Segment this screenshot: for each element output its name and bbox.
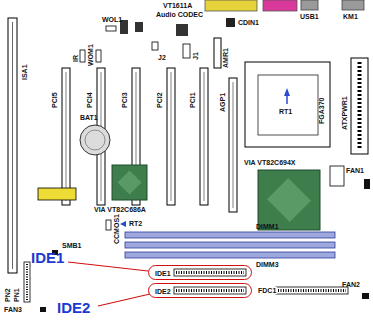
part-label: VT1611A [163,2,192,9]
part-label: PN1 [13,288,20,302]
part-label: PCI1 [189,92,196,108]
part-label: PN2 [4,288,11,302]
part-label: KM1 [343,13,358,20]
part-label: PCI2 [156,92,163,108]
ide-connector: IDE1 [148,265,252,280]
part-label: ATXPWR1 [341,96,348,130]
ide-connector: IDE2 [148,283,252,298]
part-label: VIA VT82C686A [94,206,146,213]
node-label: IDE1 [154,270,172,277]
part-label: WOM1 [87,44,94,66]
callout-label: IDE2 [57,300,90,315]
part-label: DIMM1 [256,223,279,230]
part-label: VIA VT82C694X [244,159,296,166]
node-label: RT1 [279,108,292,115]
part-label: WOL1 [102,16,122,23]
part-label: RT2 [129,220,142,227]
part-label: FAN1 [346,167,364,174]
part-label: PCI3 [121,92,128,108]
node-label: IDE2 [154,288,172,295]
part-label: AMR1 [222,48,229,68]
part-label: PCI5 [51,92,58,108]
cpu-socket: RT1 FGA370 [245,62,330,147]
node-label: FGA370 [318,98,325,124]
part-label: J1 [192,52,199,60]
part-label: PCI4 [86,92,93,108]
part-label: IR [72,55,79,62]
part-label: FAN2 [342,281,360,288]
part-label: DIMM3 [256,261,279,268]
node-label: FDC1 [257,287,277,294]
part-label: SMB1 [62,242,81,249]
part-label: J2 [158,54,166,61]
part-label: CCMOS1 [113,214,120,244]
part-label: AGP1 [219,93,226,112]
floppy-connector: FDC1 [254,283,356,298]
part-label: CDIN1 [238,19,259,26]
part-label: ISA1 [21,64,28,80]
part-label: BAT1 [80,114,98,121]
callout-label: IDE1 [31,250,64,265]
part-label: Audio CODEC [156,11,203,18]
part-label: FAN3 [4,306,22,313]
part-label: USB1 [300,13,319,20]
